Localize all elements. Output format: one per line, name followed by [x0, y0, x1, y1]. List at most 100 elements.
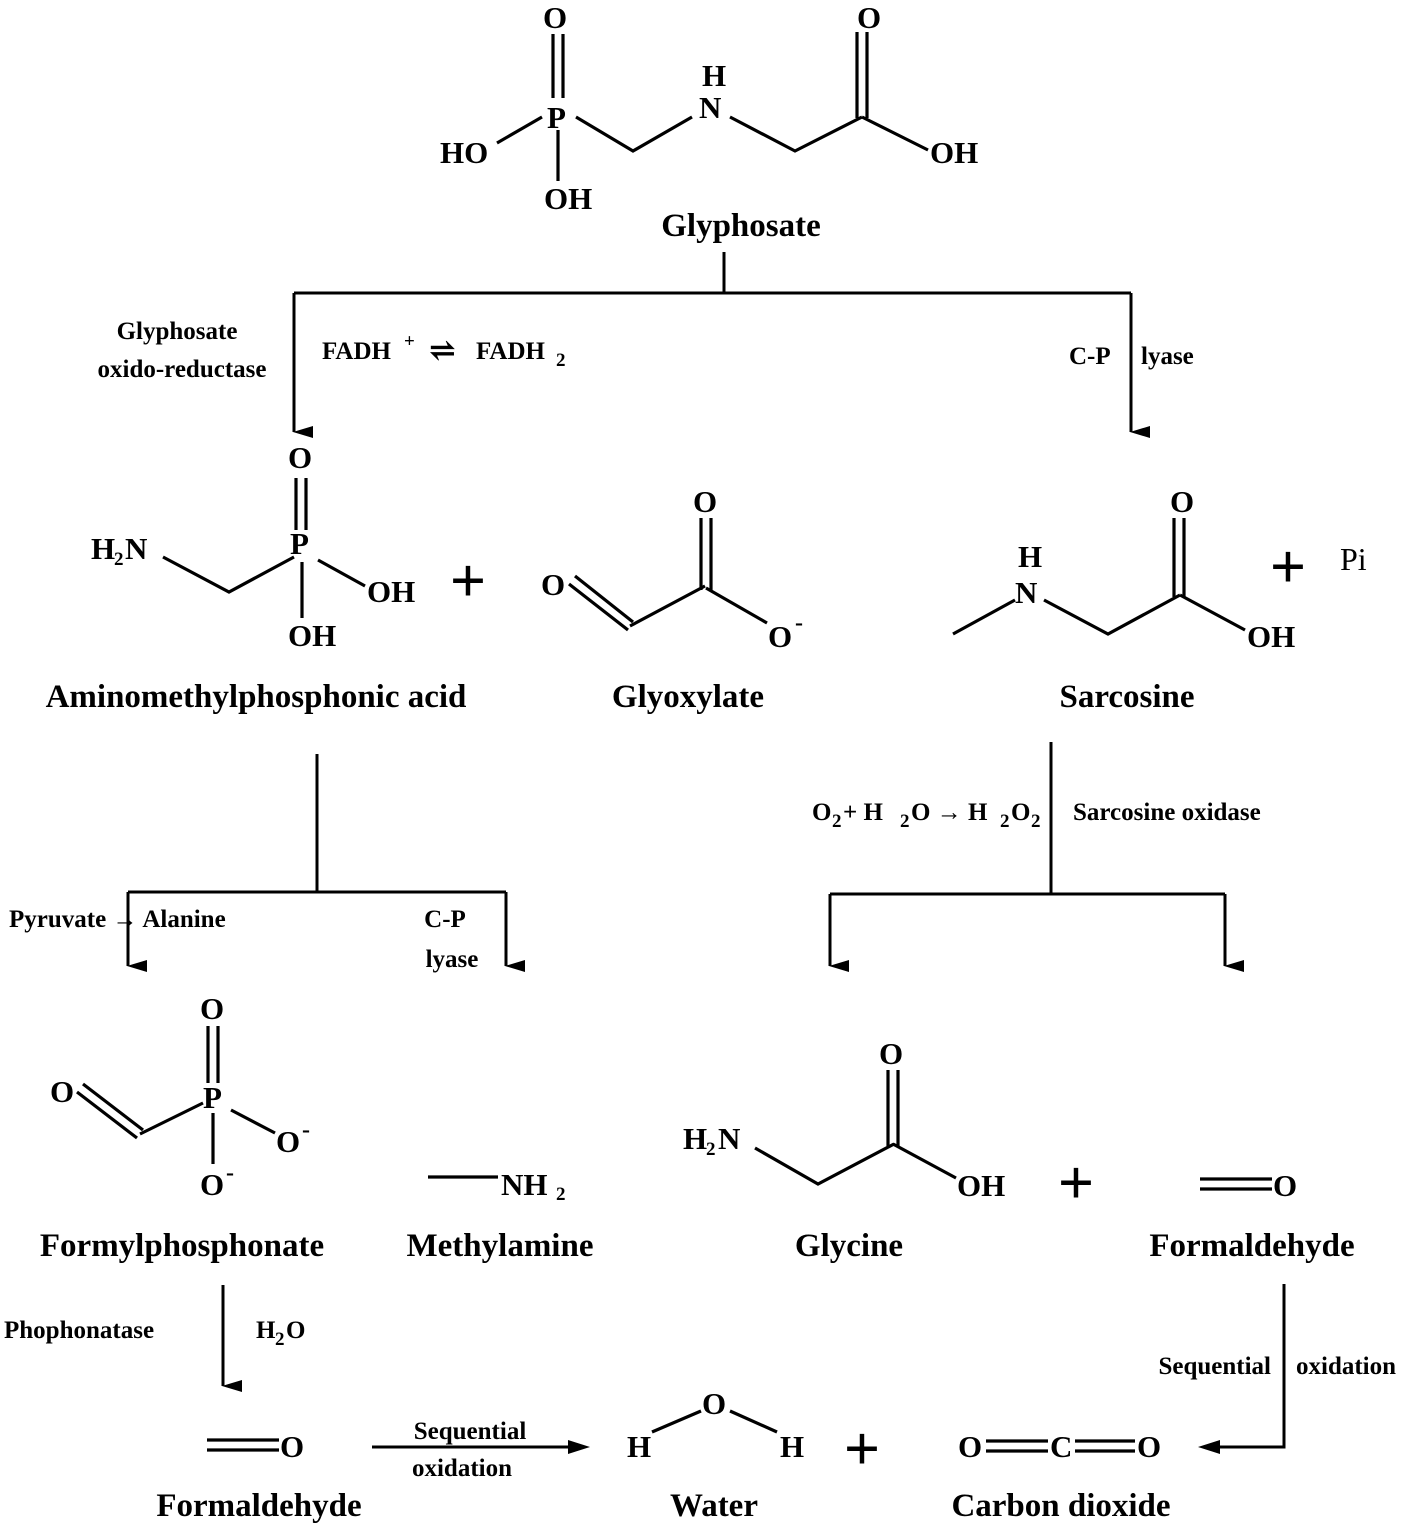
- atom-label: OH: [288, 618, 336, 653]
- atom-label: O: [200, 991, 224, 1026]
- atom-label: 2: [114, 549, 124, 570]
- atom-label: H: [1018, 539, 1042, 574]
- atom-label: C: [1050, 1429, 1072, 1464]
- atom-label: O: [541, 567, 565, 602]
- atom-label: -: [795, 610, 803, 636]
- formaldehyde-bottom-label: Formaldehyde: [156, 1488, 361, 1524]
- glycine-structure: H 2 N O OH: [683, 1036, 1005, 1203]
- atom-h: H: [702, 58, 726, 93]
- atom-ho: HO: [440, 135, 488, 170]
- cp-lyase-top-label-1: C-P: [1069, 343, 1111, 370]
- cp-lyase-top-label-2: lyase: [1141, 343, 1194, 370]
- atom-label: OH: [367, 574, 415, 609]
- sequential-oxidation-right-path: [1206, 1284, 1286, 1449]
- atom-label: 2: [832, 811, 842, 832]
- atom-oh: OH: [930, 135, 978, 170]
- atom-label: -: [226, 1160, 234, 1186]
- plus-sign: +: [844, 1413, 880, 1484]
- sarcosine-branch-arrows: [828, 742, 1244, 972]
- atom-label: O: [768, 619, 792, 654]
- seq-ox-right-label-1: Sequential: [1158, 1353, 1271, 1380]
- atom-label: H: [627, 1429, 651, 1464]
- atom-label: H: [780, 1429, 804, 1464]
- atom-label: H: [91, 531, 115, 566]
- atom-label: P: [203, 1080, 222, 1115]
- phosphonatase-label: Phophonatase: [4, 1317, 154, 1344]
- sequential-oxidation-bottom-arrowhead: [568, 1440, 590, 1454]
- carbon-dioxide-label: Carbon dioxide: [951, 1488, 1170, 1524]
- atom-label: 2: [1031, 811, 1041, 832]
- atom-o: O: [857, 0, 881, 35]
- atom-label: O: [50, 1074, 74, 1109]
- atom-oh: OH: [544, 181, 592, 216]
- gox-enzyme-label-2: oxido-reductase: [98, 356, 267, 383]
- methylamine-label: Methylamine: [407, 1228, 594, 1264]
- sarcosine-oxidase-label: Sarcosine oxidase: [1073, 799, 1261, 826]
- atom-p: P: [547, 100, 566, 135]
- plus-sign: +: [1058, 1147, 1094, 1218]
- atom-label: FADH: [476, 338, 546, 365]
- glyoxylate-label: Glyoxylate: [612, 679, 764, 715]
- cp-lyase-mid-label-2: lyase: [426, 946, 479, 973]
- atom-label: O: [280, 1429, 304, 1464]
- sarcosine-label: Sarcosine: [1059, 679, 1194, 715]
- atom-label: O: [812, 799, 831, 826]
- glyphosate-structure: O P HO OH H N O OH: [440, 0, 978, 216]
- cp-lyase-mid-label-1: C-P: [424, 906, 466, 933]
- water-structure: H O H: [627, 1386, 804, 1464]
- glycine-label: Glycine: [795, 1228, 903, 1264]
- seq-ox-bottom-label-2: oxidation: [412, 1455, 512, 1482]
- atom-label: NH: [501, 1167, 548, 1202]
- methylamine-structure: NH 2: [428, 1167, 566, 1205]
- ampa-branch-arrows: [126, 754, 525, 972]
- sarcosine-structure: H N O OH: [952, 484, 1295, 654]
- atom-label: ⇌: [429, 332, 456, 368]
- plus-sign: +: [1270, 531, 1306, 602]
- plus-sign: +: [450, 545, 486, 616]
- seq-ox-right-label-2: oxidation: [1296, 1353, 1396, 1380]
- atom-label: 2: [1000, 811, 1010, 832]
- atom-label: O: [1137, 1429, 1161, 1464]
- atom-label: O → H: [911, 799, 988, 826]
- atom-n: N: [699, 90, 721, 125]
- formaldehyde-bottom-structure: O: [207, 1429, 304, 1464]
- ampa-label: Aminomethylphosphonic acid: [46, 679, 467, 715]
- gox-enzyme-label-1: Glyphosate: [117, 318, 238, 345]
- ampa-structure: H 2 N P O OH OH: [91, 440, 415, 653]
- glyphosate-label: Glyphosate: [661, 208, 821, 244]
- atom-label: O: [200, 1167, 224, 1202]
- h2o-phosphonatase: H 2 O: [256, 1317, 305, 1350]
- atom-label: 2: [556, 1184, 566, 1205]
- fadh-cofactor: FADH + ⇌ FADH 2: [322, 331, 566, 371]
- atom-label: O: [702, 1386, 726, 1421]
- atom-label: O: [879, 1036, 903, 1071]
- formylphosphonate-label: Formylphosphonate: [40, 1228, 324, 1264]
- atom-label: 2: [706, 1139, 716, 1160]
- formaldehyde-right-label: Formaldehyde: [1149, 1228, 1354, 1264]
- atom-label: 2: [900, 811, 910, 832]
- atom-label: O: [1273, 1168, 1297, 1203]
- sequential-oxidation-right-arrowhead: [1198, 1440, 1220, 1454]
- atom-label: O: [1170, 484, 1194, 519]
- formylphosphonate-structure: O P O O - O -: [50, 991, 310, 1202]
- atom-label: H: [256, 1317, 276, 1344]
- atom-label: N: [1015, 575, 1037, 610]
- top-branch-arrows: [292, 252, 1150, 438]
- atom-label: + H: [843, 799, 883, 826]
- pyruvate-alanine-label: Pyruvate → Alanine: [9, 906, 226, 933]
- atom-label: P: [290, 526, 309, 561]
- atom-label: 2: [556, 350, 566, 371]
- atom-label: O: [286, 1317, 305, 1344]
- atom-label: N: [718, 1121, 740, 1156]
- atom-label: H: [683, 1121, 707, 1156]
- atom-label: +: [404, 331, 415, 352]
- atom-label: N: [125, 531, 147, 566]
- atom-label: OH: [957, 1168, 1005, 1203]
- atom-o: O: [543, 0, 567, 35]
- atom-label: O: [958, 1429, 982, 1464]
- atom-label: O: [288, 440, 312, 475]
- phosphate-pi: Pi: [1340, 541, 1367, 577]
- atom-label: -: [302, 1117, 310, 1143]
- o2-h2o-h2o2-cofactor: O 2 + H 2 O → H 2 O 2: [812, 799, 1041, 832]
